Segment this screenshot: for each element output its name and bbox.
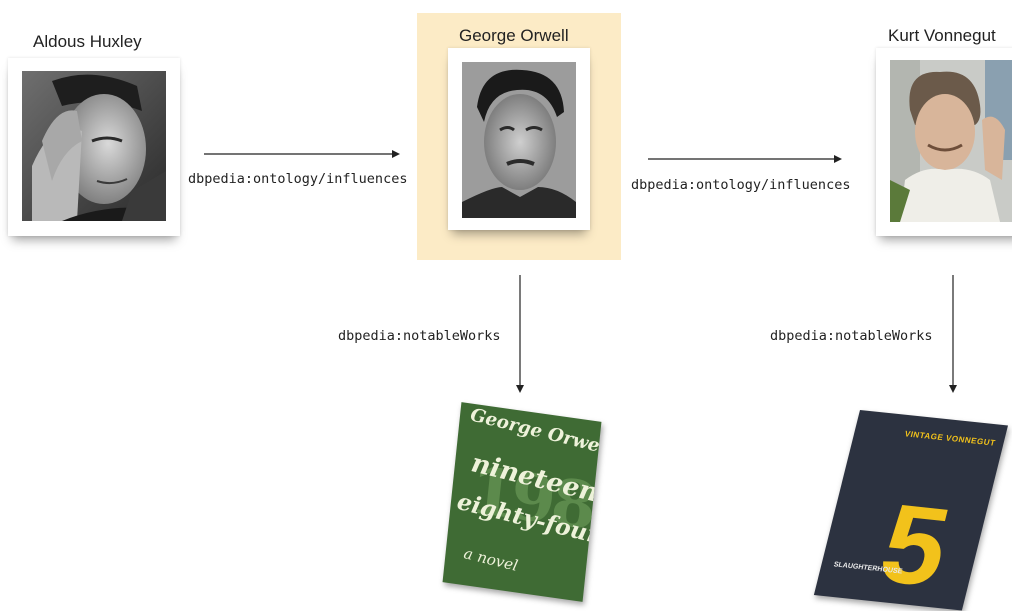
vonnegut-portrait — [890, 60, 1012, 222]
influences-arrow-2 — [648, 155, 842, 163]
book-cover-slaughterhouse-five: VINTAGE VONNEGUT 5 SLAUGHTERHOUSE — [813, 410, 1008, 611]
notable-works-arrow-orwell — [516, 275, 524, 393]
influences-label-1: dbpedia:ontology/influences — [188, 171, 408, 187]
huxley-name: Aldous Huxley — [33, 32, 142, 51]
orwell-name: George Orwell — [459, 26, 569, 45]
orwell-portrait — [462, 62, 576, 218]
influences-arrow-1 — [204, 150, 400, 158]
book-1984-subtitle: a novel — [462, 544, 520, 576]
notable-works-arrow-vonnegut — [949, 275, 957, 393]
book-cover-1984: 1984 George Orwell nineteen eighty-four … — [442, 402, 602, 602]
vonnegut-name: Kurt Vonnegut — [888, 26, 996, 45]
notable-works-label-vonnegut: dbpedia:notableWorks — [770, 328, 933, 344]
huxley-portrait-frame — [8, 58, 180, 236]
vonnegut-portrait-frame — [876, 48, 1012, 236]
book-slaughterhouse-series: VINTAGE VONNEGUT — [903, 429, 997, 448]
orwell-portrait-frame — [448, 48, 590, 230]
book-slaughterhouse-number: 5 — [869, 480, 961, 611]
notable-works-label-orwell: dbpedia:notableWorks — [338, 328, 501, 344]
huxley-portrait — [22, 71, 166, 221]
influences-label-2: dbpedia:ontology/influences — [631, 177, 851, 193]
